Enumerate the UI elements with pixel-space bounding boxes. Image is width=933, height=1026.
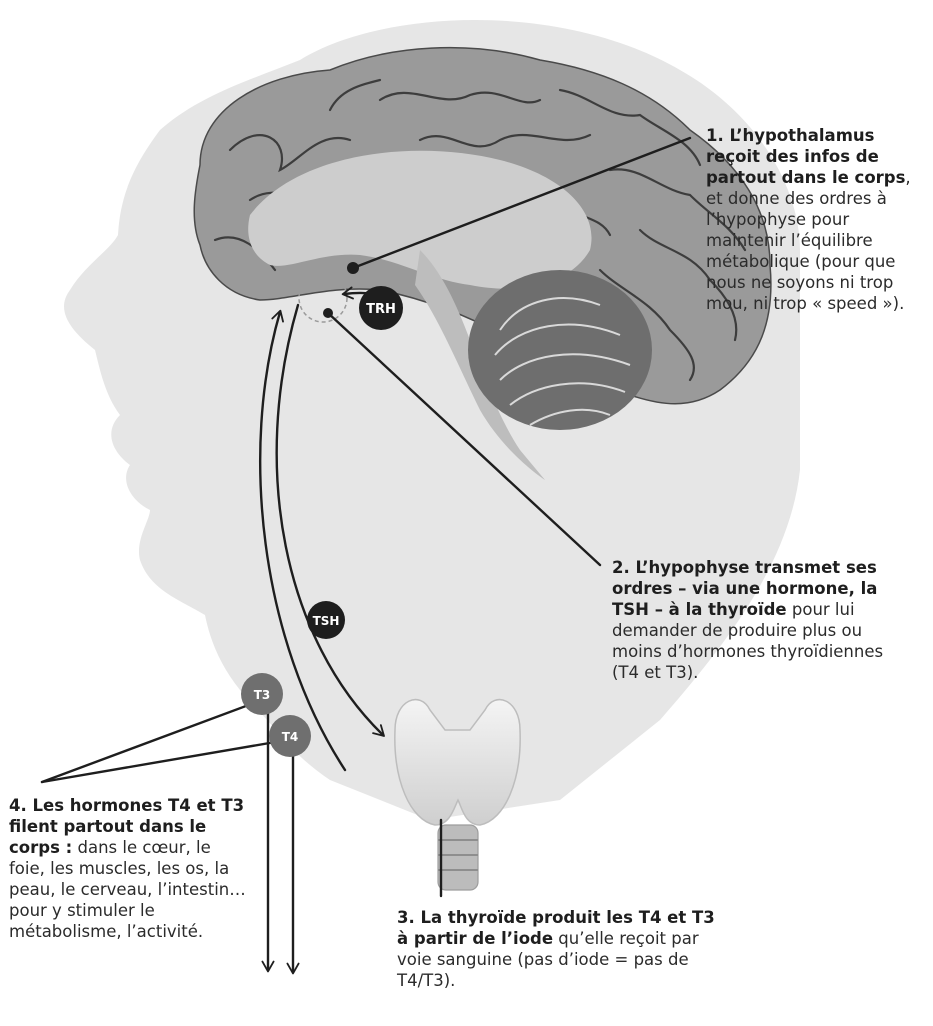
cerebellum: [468, 270, 652, 430]
t4-label: T4: [282, 730, 299, 744]
note-hypophyse: 2. L’hypophyse transmet ses ordres – via…: [612, 557, 912, 683]
note-hormones: 4. Les hormones T4 et T3 filent partout …: [9, 795, 249, 942]
note-hypothalamus-text: , et donne des ordres à l’hypophyse pour…: [706, 168, 911, 313]
note-hypothalamus-bold: 1. L’hypothalamus reçoit des infos de pa…: [706, 126, 905, 187]
t3-label: T3: [254, 688, 271, 702]
t4-badge: T4: [269, 715, 311, 757]
leader-t3: [42, 700, 262, 782]
t3-badge: T3: [241, 673, 283, 715]
trh-label: TRH: [366, 302, 396, 317]
tsh-label: TSH: [313, 614, 340, 628]
leader-t4: [42, 740, 287, 782]
trh-badge: TRH: [359, 286, 403, 330]
note-thyroide: 3. La thyroïde produit les T4 et T3 à pa…: [397, 907, 727, 991]
tsh-badge: TSH: [307, 601, 345, 639]
note-hypothalamus: 1. L’hypothalamus reçoit des infos de pa…: [706, 125, 930, 314]
